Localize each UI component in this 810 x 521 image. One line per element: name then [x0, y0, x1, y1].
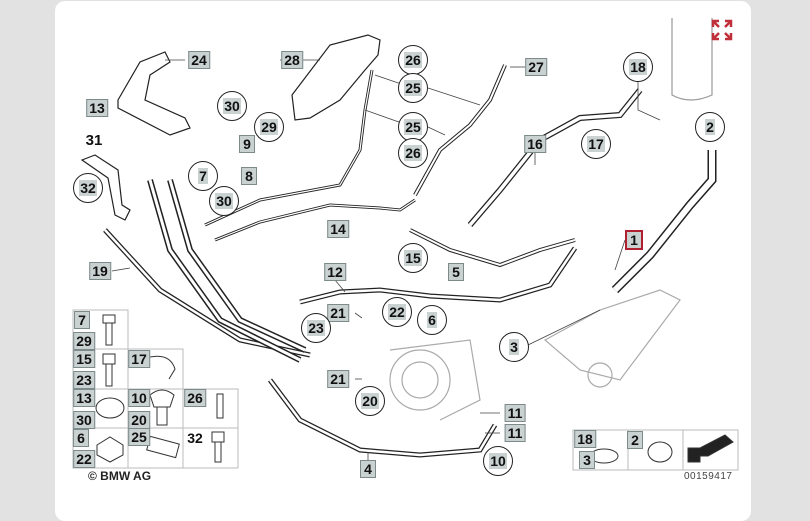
callout-1-selected[interactable]: 1	[625, 230, 643, 250]
power-steering-pump	[389, 339, 481, 421]
callout-30[interactable]: 30	[209, 186, 239, 216]
clamp-label-2[interactable]: 2	[627, 431, 643, 449]
callout-2[interactable]: 2	[695, 112, 725, 142]
callout-17[interactable]: 17	[581, 129, 611, 159]
table-label-30[interactable]: 30	[73, 411, 95, 429]
callout-22-text: 22	[388, 304, 406, 320]
callout-26[interactable]: 26	[398, 45, 428, 75]
callout-2-text: 2	[705, 119, 715, 135]
hex-nut-icon	[96, 436, 124, 463]
callout-31[interactable]: 31	[85, 132, 103, 149]
callout-12[interactable]: 12	[324, 263, 346, 281]
table-label-6[interactable]: 6	[73, 429, 89, 447]
callout-27[interactable]: 27	[525, 58, 547, 76]
callout-3[interactable]: 3	[499, 332, 529, 362]
callout-19[interactable]: 19	[89, 262, 111, 280]
callout-17-text: 17	[587, 136, 605, 152]
table-label-23[interactable]: 23	[73, 371, 95, 389]
callout-21[interactable]: 21	[327, 304, 349, 322]
callout-32-text: 32	[79, 180, 97, 196]
callout-25[interactable]: 25	[398, 73, 428, 103]
callout-25[interactable]: 25	[398, 112, 428, 142]
table-label-10[interactable]: 10	[128, 389, 150, 407]
flange-nut-icon	[95, 397, 125, 419]
callout-10[interactable]: 10	[483, 446, 513, 476]
table-label-7[interactable]: 7	[74, 311, 90, 329]
reservoir	[671, 18, 713, 101]
rivet-icon	[149, 389, 175, 426]
callout-23[interactable]: 23	[301, 313, 331, 343]
parts-table-grid	[72, 309, 739, 471]
callout-30-text: 30	[223, 98, 241, 114]
callout-18[interactable]: 18	[623, 52, 653, 82]
direction-arrow-icon	[687, 434, 734, 463]
callout-13[interactable]: 13	[86, 99, 108, 117]
bolt-icon	[102, 314, 116, 346]
callout-29-text: 29	[260, 119, 278, 135]
steering-gear	[543, 289, 681, 388]
callout-11[interactable]: 11	[504, 404, 526, 422]
callout-7-text: 7	[198, 168, 208, 184]
callout-7[interactable]: 7	[188, 161, 218, 191]
callout-30-text: 30	[215, 193, 233, 209]
table-label-25[interactable]: 25	[128, 428, 150, 446]
callout-26[interactable]: 26	[398, 138, 428, 168]
callout-20-text: 20	[361, 393, 379, 409]
table-label-26[interactable]: 26	[184, 389, 206, 407]
callout-22[interactable]: 22	[382, 297, 412, 327]
table-label-17[interactable]: 17	[128, 350, 150, 368]
callout-18-text: 18	[629, 59, 647, 75]
callout-5[interactable]: 5	[448, 263, 464, 281]
callout-6[interactable]: 6	[417, 305, 447, 335]
table-label-22[interactable]: 22	[73, 450, 95, 468]
heat-shield-28	[291, 34, 381, 121]
callout-10-text: 10	[489, 453, 507, 469]
callout-25-text: 25	[404, 80, 422, 96]
bolt-icon	[211, 431, 225, 463]
clip-17-icon	[149, 355, 176, 380]
table-label-29[interactable]: 29	[73, 332, 95, 350]
table-label-13[interactable]: 13	[73, 389, 95, 407]
callout-15-text: 15	[404, 250, 422, 266]
callout-14[interactable]: 14	[327, 220, 349, 238]
bracket-24	[117, 51, 191, 136]
table-label-32[interactable]: 32	[187, 430, 203, 446]
callout-28[interactable]: 28	[281, 51, 303, 69]
parts-illustration	[80, 18, 717, 460]
expand-arrows-icon[interactable]	[711, 19, 733, 41]
callout-16[interactable]: 16	[524, 135, 546, 153]
worm-clamp-icon	[647, 441, 673, 463]
callout-23-text: 23	[307, 320, 325, 336]
callout-29[interactable]: 29	[254, 112, 284, 142]
bracket-31	[80, 154, 131, 221]
callout-21[interactable]: 21	[327, 370, 349, 388]
bolt-icon	[102, 353, 116, 387]
callout-20[interactable]: 20	[355, 386, 385, 416]
callout-9[interactable]: 9	[239, 135, 255, 153]
callout-25-text: 25	[404, 119, 422, 135]
callout-6-text: 6	[427, 312, 437, 328]
callout-26-text: 26	[404, 145, 422, 161]
callout-30[interactable]: 30	[217, 91, 247, 121]
callout-4[interactable]: 4	[360, 460, 376, 478]
clip-25-icon	[146, 435, 180, 459]
table-label-20[interactable]: 20	[128, 411, 150, 429]
callout-24[interactable]: 24	[188, 51, 210, 69]
diagram-code: 00159417	[684, 471, 733, 482]
callout-32[interactable]: 32	[73, 173, 103, 203]
copyright-text: © BMW AG	[88, 469, 152, 483]
screw-icon	[216, 393, 224, 419]
clamp-label-3[interactable]: 3	[579, 451, 595, 469]
callout-8[interactable]: 8	[241, 167, 257, 185]
callout-11[interactable]: 11	[504, 424, 526, 442]
callout-3-text: 3	[509, 339, 519, 355]
callout-26-text: 26	[404, 52, 422, 68]
callout-15[interactable]: 15	[398, 243, 428, 273]
table-label-15[interactable]: 15	[73, 350, 95, 368]
clamp-label-18[interactable]: 18	[574, 430, 596, 448]
